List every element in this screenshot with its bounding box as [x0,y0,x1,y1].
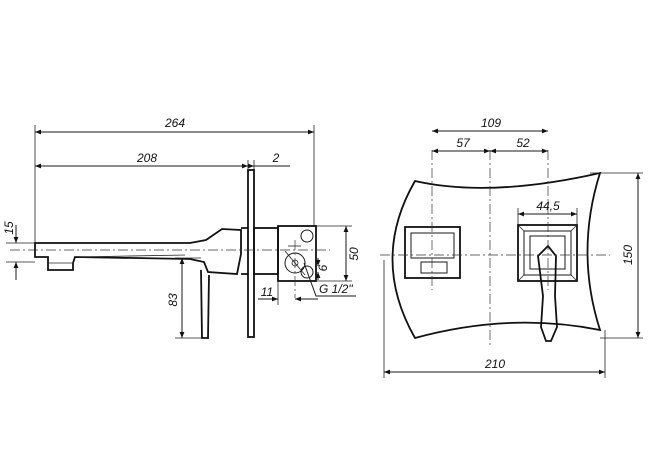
dim-52: 52 [516,136,530,150]
dim-109: 109 [481,116,501,130]
mixer-body [253,225,317,282]
diverter-knob [404,226,461,279]
front-view: 109 57 52 44,5 150 210 [380,116,643,378]
thread-leader [303,262,356,297]
dim-150: 150 [621,245,635,265]
dim-2: 2 [272,151,280,165]
side-view: 264 208 2 15 83 11 6 50 [2,116,361,339]
dim-50: 50 [347,247,361,261]
cover-plate [391,171,602,340]
mixer-lever [517,224,578,342]
dim-6: 6 [316,264,330,271]
dim-15: 15 [2,221,16,235]
dim-264: 264 [164,116,185,130]
spout [34,228,242,275]
dim-57: 57 [456,136,471,150]
dim-11: 11 [261,285,273,299]
dim-210: 210 [484,357,505,371]
dim-83: 83 [166,293,180,307]
dim-44-5: 44,5 [536,199,560,213]
collar [241,227,248,275]
thread-label: G 1/2" [319,282,353,296]
lever-handle [200,269,210,339]
dim-208: 208 [136,151,157,165]
